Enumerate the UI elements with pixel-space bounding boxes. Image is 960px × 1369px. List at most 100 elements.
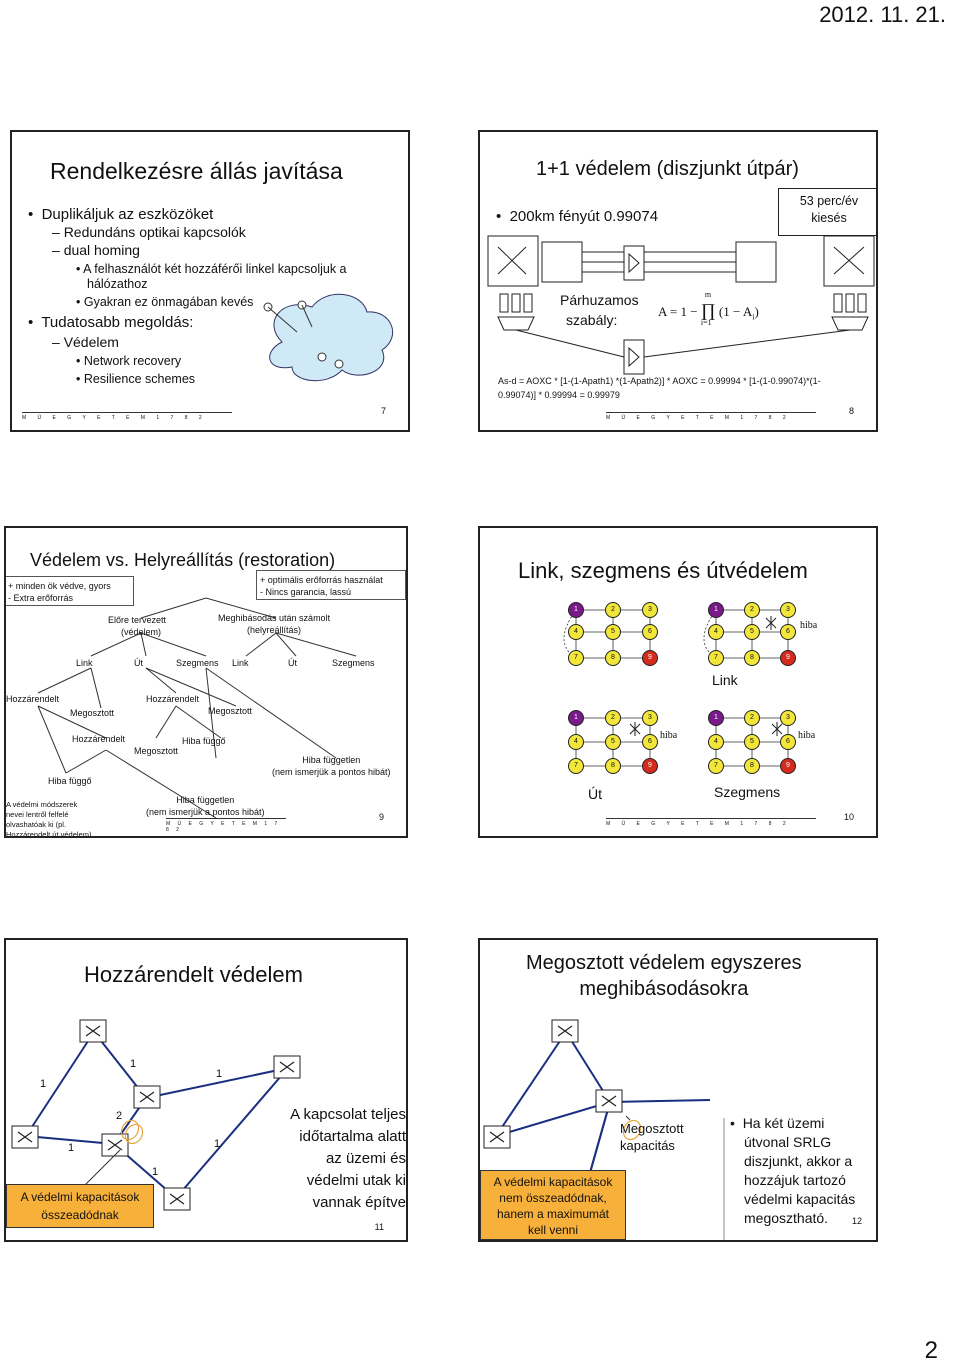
hiba-label: hiba bbox=[798, 730, 816, 741]
callout-line: hanem a maximumát bbox=[496, 1207, 610, 1221]
rule-label: szabály: bbox=[566, 312, 618, 328]
tree-node: Hiba független(nem ismerjük a pontos hib… bbox=[272, 755, 391, 777]
graph-node: 8 bbox=[744, 758, 760, 774]
equation-line: 0.99074)] * 0.99994 = 0.99979 bbox=[498, 390, 620, 400]
tree-node: Megosztott bbox=[70, 708, 115, 718]
capacity-label: 1 bbox=[216, 1068, 223, 1080]
link-label: Link bbox=[712, 672, 738, 688]
slide-number: 7 bbox=[380, 406, 386, 416]
graph-node: 7 bbox=[708, 650, 724, 666]
graph-node: 4 bbox=[568, 624, 584, 640]
graph-node: 6 bbox=[642, 734, 658, 750]
cons-line: - Extra erőforrás bbox=[8, 593, 74, 603]
graph-node: 9 bbox=[642, 758, 658, 774]
graph-node: 9 bbox=[642, 650, 658, 666]
graph-node: 1 bbox=[568, 602, 584, 618]
graph-node: 5 bbox=[744, 734, 760, 750]
callout-box: A védelmi kapacitások nem összeadódnak, … bbox=[480, 1170, 626, 1240]
graph-node: 3 bbox=[642, 710, 658, 726]
graph-node: 4 bbox=[708, 734, 724, 750]
rule-label: Párhuzamos bbox=[560, 292, 639, 308]
tree-node: Előre tervezett(védelem) bbox=[108, 615, 167, 637]
callout-line: nem összeadódnak, bbox=[499, 1191, 607, 1205]
graph-node: 6 bbox=[780, 734, 796, 750]
graph-node: 5 bbox=[605, 734, 621, 750]
pros-line: + optimális erőforrás használat bbox=[260, 575, 383, 585]
tree-node: Hozzárendelt bbox=[72, 734, 126, 744]
equation-line: As-d = AOXC * [1-(1-Apath1) *(1-Apath2)]… bbox=[498, 376, 821, 386]
tree-node: Link bbox=[232, 658, 249, 668]
bullet: – Védelem bbox=[52, 334, 119, 350]
bullet: – dual homing bbox=[52, 242, 140, 258]
hiba-label: hiba bbox=[800, 620, 818, 631]
cons-line: - Nincs garancia, lassú bbox=[260, 587, 352, 597]
capacity-label: 1 bbox=[68, 1142, 75, 1154]
graph-node: 2 bbox=[744, 710, 760, 726]
callout-line: összeadódnak bbox=[41, 1208, 119, 1222]
callout-line: kiesés bbox=[811, 211, 847, 225]
tree-node: Hiba függő bbox=[48, 776, 92, 786]
graph-node: 3 bbox=[780, 602, 796, 618]
slide-number: 8 bbox=[848, 406, 854, 416]
graph-node: 4 bbox=[568, 734, 584, 750]
slide-title: Link, szegmens és útvédelem bbox=[518, 558, 808, 583]
slide-title: 1+1 védelem (diszjunkt útpár) bbox=[536, 158, 799, 180]
shared-protection-diagram bbox=[483, 1019, 725, 1240]
hiba-label: hiba bbox=[660, 730, 678, 741]
graph-node: 2 bbox=[605, 710, 621, 726]
callout-line: A védelmi kapacitások bbox=[20, 1190, 140, 1204]
graph-node: 3 bbox=[642, 602, 658, 618]
graph-node: 7 bbox=[708, 758, 724, 774]
tree-node: Út bbox=[134, 658, 143, 668]
callout-line: 53 perc/év bbox=[799, 194, 859, 208]
bullet: • Network recovery bbox=[76, 354, 182, 368]
graph-node: 8 bbox=[744, 650, 760, 666]
bullet-cont: hálózathoz bbox=[87, 277, 148, 291]
pros-cons-box: + optimális erőforrás használat - Nincs … bbox=[256, 570, 406, 600]
bullet: • Resilience schemes bbox=[76, 372, 196, 386]
capacity-label: 1 bbox=[40, 1078, 47, 1090]
graph-node: 7 bbox=[568, 758, 584, 774]
slide-title: Hozzárendelt védelem bbox=[84, 962, 303, 987]
bullet: • Tudatosabb megoldás: bbox=[28, 314, 194, 331]
graph-node: 4 bbox=[708, 624, 724, 640]
szegmens-label: Szegmens bbox=[714, 784, 781, 800]
tree-node: Szegmens bbox=[176, 658, 219, 668]
slide-number: 9 bbox=[378, 812, 384, 822]
callout-box: 53 perc/év kiesés bbox=[778, 188, 876, 236]
capacity-label: 1 bbox=[152, 1166, 159, 1178]
bullet: • A felhasználót két hozzáférői linkel k… bbox=[76, 262, 347, 276]
grid-graphs bbox=[563, 609, 789, 767]
capacity-label: 1 bbox=[130, 1058, 137, 1070]
graph-node: 5 bbox=[605, 624, 621, 640]
dedicated-protection-diagram bbox=[11, 1019, 301, 1211]
slide-number: 11 bbox=[374, 1222, 384, 1232]
graph-node: 1 bbox=[708, 602, 724, 618]
graph-node: 6 bbox=[780, 624, 796, 640]
footer-logo: M Ű E G Y E T E M 1 7 8 2 bbox=[606, 398, 816, 424]
tree-node: Hozzárendelt bbox=[146, 694, 200, 704]
page-number: 2 bbox=[924, 1337, 938, 1364]
graph-node: 9 bbox=[780, 650, 796, 666]
tree-node: Meghibásodás után számolt(helyreállítás) bbox=[218, 613, 331, 635]
slide-7: Rendelkezésre állás javítása • Duplikálj… bbox=[10, 130, 410, 432]
ut-label: Út bbox=[588, 786, 602, 802]
tree-node: Link bbox=[76, 658, 93, 668]
tree-node: Megosztott bbox=[134, 746, 179, 756]
tree-node: Út bbox=[288, 658, 297, 668]
tree-node: Hiba független(nem ismerjük a pontos hib… bbox=[146, 795, 265, 817]
graph-node: 8 bbox=[605, 650, 621, 666]
graph-node: 8 bbox=[605, 758, 621, 774]
graph-node: 6 bbox=[642, 624, 658, 640]
callout-line: kell venni bbox=[527, 1223, 579, 1237]
tree-lines bbox=[37, 597, 357, 819]
slide-number: 10 bbox=[843, 812, 854, 822]
bullet: • Duplikáljuk az eszközöket bbox=[28, 206, 214, 223]
bullet: • Gyakran ez önmagában kevés bbox=[76, 295, 254, 309]
slide-number: 12 bbox=[851, 1216, 862, 1226]
tree-node: Hiba függő bbox=[182, 736, 226, 746]
slide-title: Védelem vs. Helyreállítás (restoration) bbox=[30, 550, 336, 570]
capacity-label: 1 bbox=[214, 1138, 221, 1150]
